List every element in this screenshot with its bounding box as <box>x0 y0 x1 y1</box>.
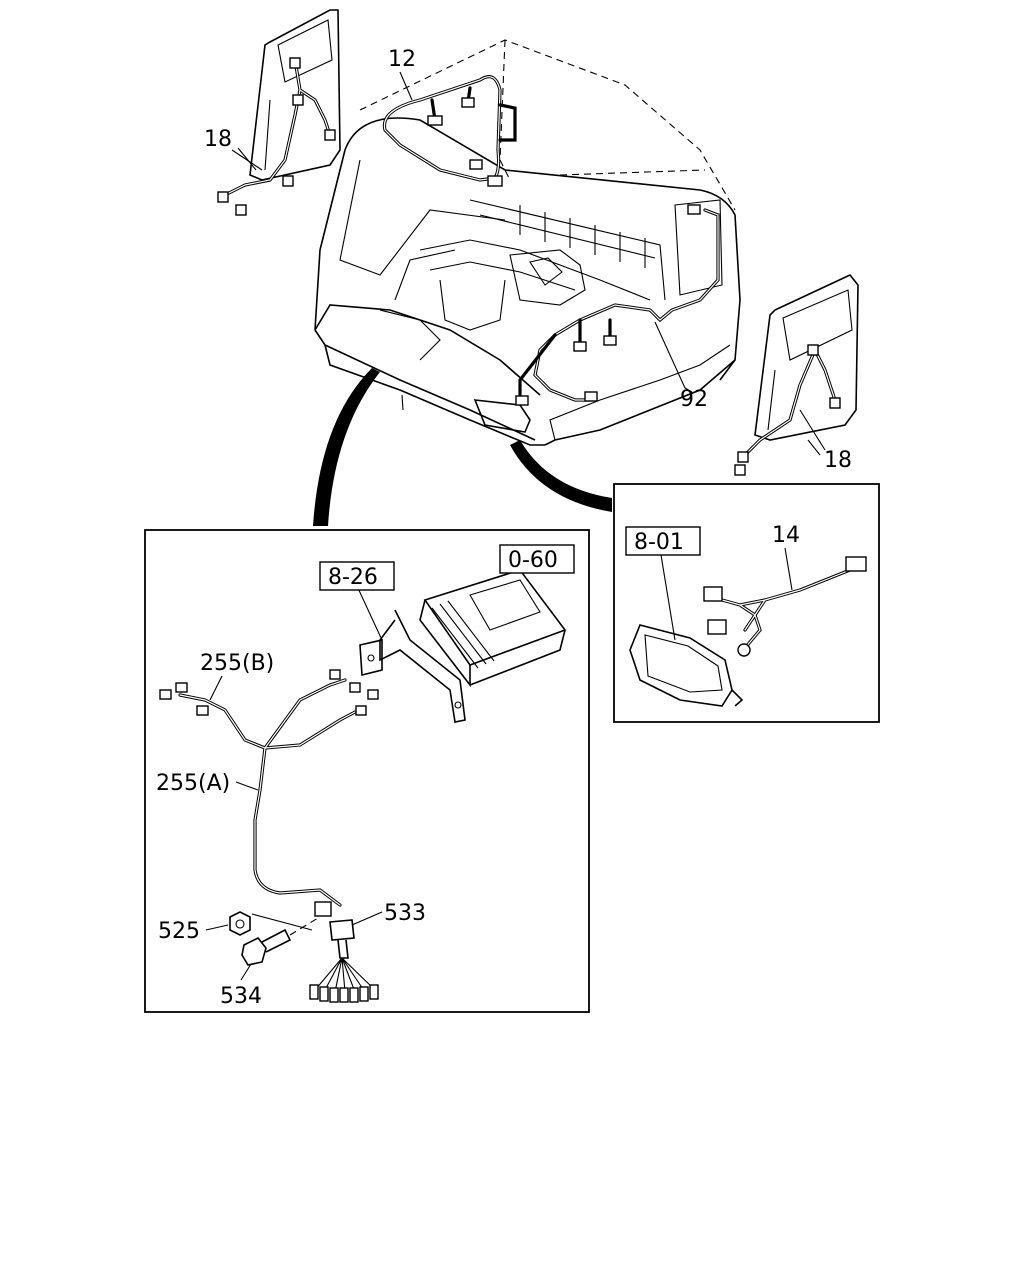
callout-18-right: 18 <box>824 448 852 473</box>
ref-box-8-26 <box>319 561 395 591</box>
callout-14: 14 <box>772 523 800 548</box>
cab-body <box>314 39 741 446</box>
ref-0-60: 0-60 <box>508 548 558 573</box>
callout-18-left: 18 <box>204 127 232 152</box>
harness-12 <box>382 75 517 187</box>
harness-14 <box>703 556 867 657</box>
ref-box-0-60 <box>499 544 575 574</box>
callout-525: 525 <box>158 919 200 944</box>
callout-12: 12 <box>388 47 416 72</box>
leader-lines <box>205 71 821 981</box>
callout-534: 534 <box>220 984 262 1009</box>
callout-255b: 255(B) <box>200 651 274 676</box>
lamp-assembly <box>629 624 744 707</box>
grommet-533 <box>309 901 379 1003</box>
door-right <box>734 274 859 476</box>
callout-255a: 255(A) <box>156 771 230 796</box>
harness-255 <box>159 669 379 907</box>
ref-box-8-01 <box>625 526 701 556</box>
detail-panel-left <box>144 529 590 1013</box>
callout-92: 92 <box>680 387 708 412</box>
ref-8-26: 8-26 <box>328 565 378 590</box>
pointer-arc-left <box>313 368 380 526</box>
harness-92 <box>515 204 720 406</box>
pointer-arc-right <box>510 440 612 512</box>
detail-panel-right <box>613 483 880 723</box>
ref-8-01: 8-01 <box>634 530 684 555</box>
bolt-534 <box>241 917 319 966</box>
callout-533: 533 <box>384 901 426 926</box>
control-unit <box>359 569 567 723</box>
nut-525 <box>229 911 313 936</box>
door-left <box>217 9 341 216</box>
